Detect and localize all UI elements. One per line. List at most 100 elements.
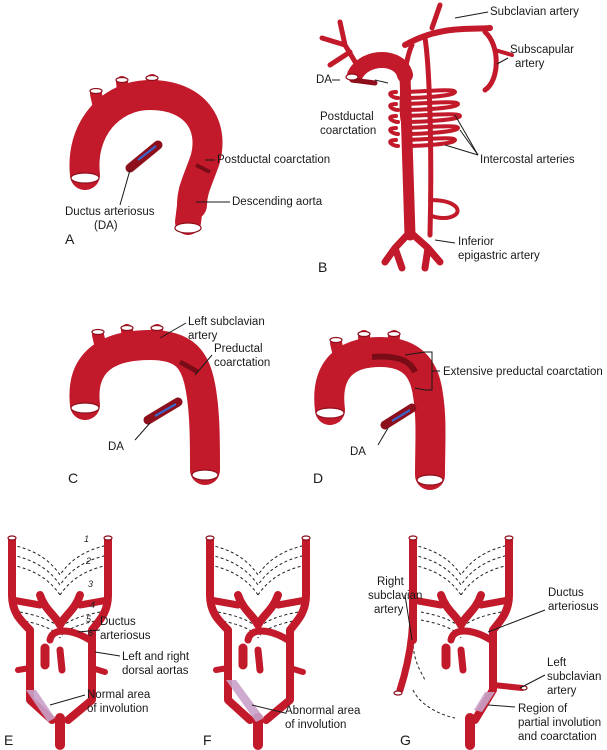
pulmonary-branch (56, 646, 66, 674)
aortic-arch (347, 52, 413, 83)
right-dorsal-aorta (8, 536, 56, 724)
aortic-arch (69, 80, 223, 220)
coarctation-shade (178, 359, 200, 375)
subclavian-up (429, 2, 443, 31)
right-dorsal-aorta (206, 536, 254, 724)
label-left: Left (547, 657, 567, 669)
extensive-coarctation-shade (371, 353, 418, 374)
panel-g: Right subclavian artery Ductus arteriosu… (368, 535, 601, 750)
panel-letter-b: B (318, 259, 327, 275)
branch-opening (89, 87, 103, 95)
label-of-involution: of involution (87, 703, 148, 715)
label-partial-involution: partial involution (518, 717, 601, 729)
label-region-of: Region of (518, 703, 568, 715)
ductus-arteriosus (244, 627, 292, 644)
aortic-arch (69, 330, 220, 485)
label-preductal: Preductal (214, 343, 263, 355)
label-intercostal-arteries: Intercostal arteries (480, 154, 575, 166)
dashed-pharyngeal-arches (11, 544, 109, 639)
arch-number-1: 1 (84, 534, 89, 544)
arch-branch-3 (149, 324, 163, 352)
label-right: Right (377, 576, 405, 588)
branch-opening (150, 324, 164, 332)
iliac-arteries (381, 228, 444, 272)
arch-core (234, 591, 282, 629)
label-da: DA (316, 74, 332, 86)
branch-opening (91, 328, 105, 336)
label-subclavian-artery: Subclavian artery (490, 6, 579, 18)
arch-number-2: 2 (85, 556, 91, 566)
epigastric-loop (428, 198, 460, 220)
descending-aorta (175, 177, 205, 235)
label-subclavian: subclavian (547, 671, 601, 683)
label-ductus-abbrev: (DA) (94, 220, 118, 232)
label-coarctation: coarctation (320, 125, 376, 137)
subclavian-left (287, 665, 306, 675)
arch-branch-2 (116, 76, 130, 105)
vessel-opening (301, 535, 311, 541)
subclavian-right (15, 665, 33, 673)
label-arteriosus: arteriosus (548, 601, 599, 613)
abnormal-involution-area (226, 680, 264, 722)
vessel-opening (7, 535, 17, 541)
arch-connector-left (409, 596, 445, 609)
panel-c: Left subclavian artery Preductal coarcta… (68, 316, 270, 486)
label-subscapular-artery-2: artery (515, 58, 545, 70)
label-da: DA (350, 446, 366, 458)
vessel-opening (408, 535, 418, 541)
arch-number-3: 3 (88, 579, 93, 589)
panel-letter-d: D (313, 470, 323, 486)
arch-branch-2 (121, 324, 134, 352)
label-and-coarctation: and coarctation (518, 731, 597, 743)
panel-b: Subclavian artery Subscapular artery DA … (316, 2, 579, 275)
label-abnormal-area: Abnormal area (285, 705, 361, 717)
panel-letter-f: F (203, 732, 212, 748)
panel-letter-c: C (68, 470, 78, 486)
dashed-pharyngeal-arches (412, 544, 510, 719)
descending-opening (191, 469, 219, 481)
vessel-opening (205, 535, 215, 541)
left-dorsal-aorta (64, 536, 112, 724)
label-ductus: Ductus (548, 587, 584, 599)
label-of-involution: of involution (285, 719, 346, 731)
subclavian-right (213, 665, 231, 673)
intercostal-coils (388, 88, 462, 148)
vessel-opening (504, 535, 514, 541)
label-ductus-arteriosus: Ductus arteriosus (65, 206, 155, 218)
ductus-arteriosus (447, 627, 495, 644)
label-left-subclavian: Left subclavian (188, 316, 265, 328)
label-descending-aorta: Descending aorta (232, 196, 323, 208)
ductus-flow-arrow (154, 403, 177, 417)
extent-bracket (425, 351, 440, 391)
label-postductal: Postductal (320, 111, 374, 123)
left-subclavian-artery (490, 682, 525, 691)
label-extensive-preductal: Extensive preductal coarctation (443, 366, 603, 378)
descending-opening (416, 474, 444, 486)
ascending-opening (70, 402, 100, 414)
ductus-flow-arrow (137, 145, 157, 161)
arch-branch-1 (330, 337, 346, 366)
arch-connector-right (477, 596, 513, 609)
da-stub (349, 77, 378, 86)
internal-thoracic-artery (422, 35, 434, 238)
label-left-right: Left and right (122, 651, 190, 663)
label-dorsal-aortas: dorsal aortas (122, 665, 189, 677)
label-ductus: Ductus (100, 616, 136, 628)
arch-connector-right (274, 596, 310, 609)
arch-branch-1 (90, 88, 106, 118)
dashed-pharyngeal-arches (209, 544, 307, 639)
subclavian-artery (402, 25, 493, 48)
label-subclavian: subclavian (368, 590, 422, 602)
coarctation-shade (195, 163, 211, 174)
label-subscapular-artery: Subscapular (510, 44, 574, 56)
subscapular-artery (482, 29, 499, 93)
label-coarctation: coarctation (214, 357, 270, 369)
coarctation-region (474, 692, 495, 712)
da-opening (345, 73, 359, 81)
panel-a: Postductal coarctation Descending aorta … (65, 74, 330, 247)
label-artery: artery (188, 330, 218, 342)
ascending-opening (70, 172, 100, 184)
panel-f: Abnormal area of involution F (203, 535, 361, 750)
internal-thoracic-artery-right (399, 42, 415, 123)
